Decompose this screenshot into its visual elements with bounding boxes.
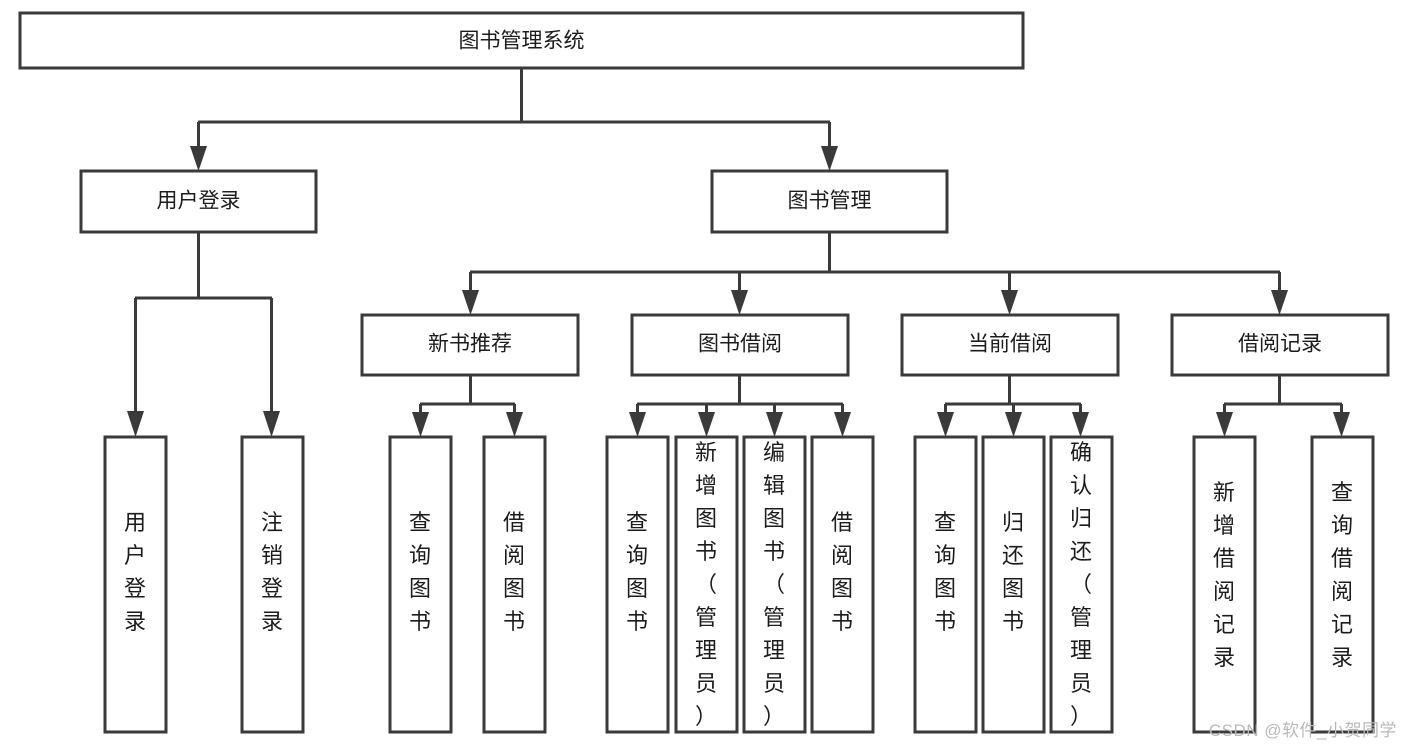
node-leaf-current-confirm-return[interactable]: 确认归还（管理员） bbox=[1049, 435, 1114, 734]
arrow-head-leaf-new-book-2 bbox=[506, 412, 523, 437]
csdn-watermark: CSDN @软件_小贺同学 bbox=[1208, 721, 1397, 740]
connector-group-book-borrow bbox=[629, 375, 851, 437]
arrow-head-leaf-borrow-record-1 bbox=[1216, 412, 1233, 437]
arrow-head-leaf-current-borrow-1 bbox=[937, 412, 954, 437]
node-leaf-user-login-login[interactable]: 用户登录 bbox=[103, 435, 168, 734]
node-new-book-recommend[interactable]: 新书推荐 bbox=[360, 313, 580, 377]
node-leaf-current-return-label: 归还图书 bbox=[1002, 510, 1024, 634]
node-user-login-box[interactable] bbox=[79, 169, 318, 234]
node-leaf-borrow-add-book-label: 新增图书（管理员） bbox=[695, 440, 717, 729]
connector-group-root bbox=[190, 68, 838, 171]
arrow-head-leaf-book-borrow-4 bbox=[834, 412, 851, 437]
node-current-borrow[interactable]: 当前借阅 bbox=[900, 313, 1120, 377]
node-leaf-record-add[interactable]: 新增借阅记录 bbox=[1192, 435, 1257, 734]
node-root-system-box[interactable] bbox=[18, 11, 1025, 70]
node-leaf-newbook-query-label: 查询图书 bbox=[409, 510, 431, 634]
node-new-book-recommend-label: 新书推荐 bbox=[428, 333, 512, 356]
node-leaf-borrow-edit-book-box[interactable] bbox=[742, 435, 807, 734]
node-leaf-current-return[interactable]: 归还图书 bbox=[981, 435, 1046, 734]
node-leaf-current-return-box[interactable] bbox=[981, 435, 1046, 734]
arrow-head-new-book bbox=[462, 290, 479, 315]
node-leaf-current-confirm-return-box[interactable] bbox=[1049, 435, 1114, 734]
connector-group-new-book bbox=[412, 375, 523, 437]
arrow-head-book-mgmt bbox=[821, 146, 838, 171]
node-leaf-current-query-label: 查询图书 bbox=[934, 510, 956, 634]
node-leaf-user-login-login-label: 用户登录 bbox=[124, 510, 146, 634]
node-leaf-borrow-query-box[interactable] bbox=[605, 435, 670, 734]
node-leaf-current-confirm-return-label: 确认归还（管理员） bbox=[1070, 440, 1092, 729]
node-leaf-user-logout-box[interactable] bbox=[240, 435, 305, 734]
arrow-head-leaf-book-borrow-1 bbox=[629, 412, 646, 437]
node-new-book-recommend-box[interactable] bbox=[360, 313, 580, 377]
node-leaf-newbook-query-box[interactable] bbox=[388, 435, 453, 734]
node-leaf-record-add-label: 新增借阅记录 bbox=[1213, 480, 1235, 670]
node-leaf-record-query-label: 查询借阅记录 bbox=[1331, 480, 1353, 670]
node-leaf-borrow-borrow-book[interactable]: 借阅图书 bbox=[810, 435, 875, 734]
node-leaf-newbook-borrow-box[interactable] bbox=[482, 435, 547, 734]
arrow-head-user-login bbox=[190, 146, 207, 171]
node-leaf-user-logout[interactable]: 注销登录 bbox=[240, 435, 305, 734]
node-borrow-record[interactable]: 借阅记录 bbox=[1170, 313, 1390, 377]
node-book-borrow-label: 图书借阅 bbox=[698, 333, 782, 356]
connector-group-borrow-record bbox=[1216, 375, 1350, 437]
node-leaf-borrow-query[interactable]: 查询图书 bbox=[605, 435, 670, 734]
arrow-head-borrow-record bbox=[1271, 290, 1288, 315]
node-borrow-record-box[interactable] bbox=[1170, 313, 1390, 377]
node-leaf-borrow-borrow-book-box[interactable] bbox=[810, 435, 875, 734]
node-leaf-borrow-add-book-box[interactable] bbox=[674, 435, 739, 734]
arrow-head-leaf-user-login-1 bbox=[127, 411, 144, 437]
node-leaf-record-query[interactable]: 查询借阅记录 bbox=[1310, 435, 1375, 734]
node-leaf-current-query[interactable]: 查询图书 bbox=[913, 435, 978, 734]
arrow-head-book-borrow bbox=[731, 290, 748, 315]
node-user-login[interactable]: 用户登录 bbox=[79, 169, 318, 234]
node-leaf-newbook-borrow[interactable]: 借阅图书 bbox=[482, 435, 547, 734]
node-root-system[interactable]: 图书管理系统 bbox=[18, 11, 1025, 70]
node-current-borrow-box[interactable] bbox=[900, 313, 1120, 377]
arrow-head-leaf-current-borrow-3 bbox=[1072, 412, 1089, 437]
node-book-management[interactable]: 图书管理 bbox=[710, 169, 949, 234]
node-leaf-user-logout-label: 注销登录 bbox=[261, 510, 283, 634]
node-leaf-borrow-edit-book-label: 编辑图书（管理员） bbox=[763, 440, 785, 729]
node-leaf-borrow-borrow-book-label: 借阅图书 bbox=[831, 510, 853, 634]
node-leaf-borrow-edit-book[interactable]: 编辑图书（管理员） bbox=[742, 435, 807, 734]
node-root-system-label: 图书管理系统 bbox=[459, 30, 585, 53]
connector-group-book-mgmt bbox=[462, 232, 1288, 315]
arrow-head-leaf-current-borrow-2 bbox=[1005, 412, 1022, 437]
node-book-borrow-box[interactable] bbox=[630, 313, 850, 377]
node-leaf-newbook-borrow-label: 借阅图书 bbox=[503, 510, 525, 634]
node-book-borrow[interactable]: 图书借阅 bbox=[630, 313, 850, 377]
arrow-head-leaf-new-book-1 bbox=[412, 412, 429, 437]
node-borrow-record-label: 借阅记录 bbox=[1238, 333, 1322, 356]
arrow-head-leaf-book-borrow-2 bbox=[698, 412, 715, 437]
arrow-head-leaf-borrow-record-2 bbox=[1333, 412, 1350, 437]
node-leaf-borrow-add-book[interactable]: 新增图书（管理员） bbox=[674, 435, 739, 734]
node-leaf-borrow-query-label: 查询图书 bbox=[626, 510, 648, 634]
node-leaf-record-query-box[interactable] bbox=[1310, 435, 1375, 734]
node-leaf-newbook-query[interactable]: 查询图书 bbox=[388, 435, 453, 734]
node-book-management-label: 图书管理 bbox=[788, 190, 872, 213]
connector-group-current-borrow bbox=[937, 375, 1089, 437]
connector-group-user-login bbox=[127, 232, 280, 437]
node-leaf-record-add-box[interactable] bbox=[1192, 435, 1257, 734]
arrow-head-current-borrow bbox=[1001, 290, 1018, 315]
node-leaf-current-query-box[interactable] bbox=[913, 435, 978, 734]
node-book-management-box[interactable] bbox=[710, 169, 949, 234]
node-leaf-user-login-login-box[interactable] bbox=[103, 435, 168, 734]
node-user-login-label: 用户登录 bbox=[157, 190, 241, 213]
arrow-head-leaf-book-borrow-3 bbox=[766, 412, 783, 437]
node-current-borrow-label: 当前借阅 bbox=[968, 333, 1052, 356]
arrow-head-leaf-user-login-2 bbox=[263, 411, 280, 437]
